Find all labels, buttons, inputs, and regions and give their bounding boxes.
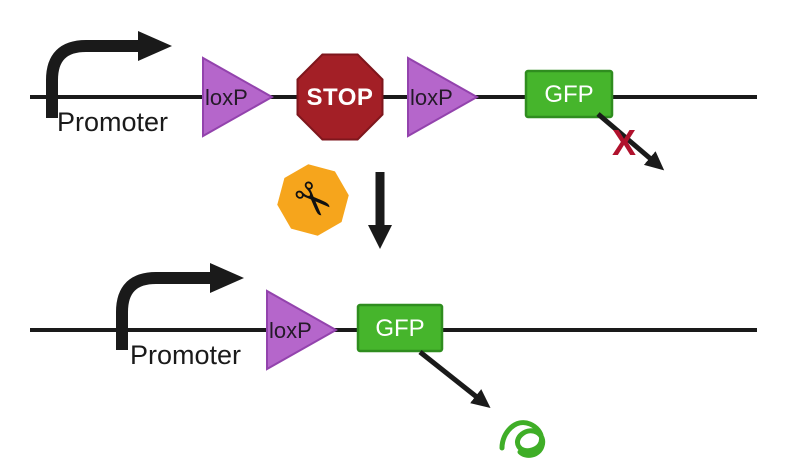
gfp-box-bottom	[356, 303, 444, 353]
promoter-arrow-bottom-icon	[116, 263, 244, 350]
loxp-site-left	[202, 56, 275, 138]
loxp-label-left: loxP	[205, 85, 248, 110]
promoter-arrow-top-icon	[46, 31, 172, 118]
gfp-box-top	[524, 69, 614, 119]
cre-scissors-badge	[277, 164, 349, 236]
stop-label: STOP	[307, 84, 374, 111]
gfp-label-top: GFP	[544, 81, 593, 108]
gfp-label-bottom: GFP	[375, 315, 424, 342]
expression-arrow-bottom	[418, 350, 491, 408]
loxp-label-right: loxP	[410, 85, 453, 110]
blocked-x-label: X	[612, 122, 636, 163]
promoter-label-top: Promoter	[57, 107, 168, 137]
promoter-label-bottom: Promoter	[130, 340, 241, 370]
loxp-site-right	[407, 56, 480, 138]
loxp-site-bottom	[266, 289, 339, 371]
gfp-protein-blob-icon	[499, 420, 546, 458]
blocked-expression-arrow	[596, 112, 665, 171]
loxp-label-bottom: loxP	[269, 318, 312, 343]
stop-cassette-octagon	[296, 53, 384, 141]
